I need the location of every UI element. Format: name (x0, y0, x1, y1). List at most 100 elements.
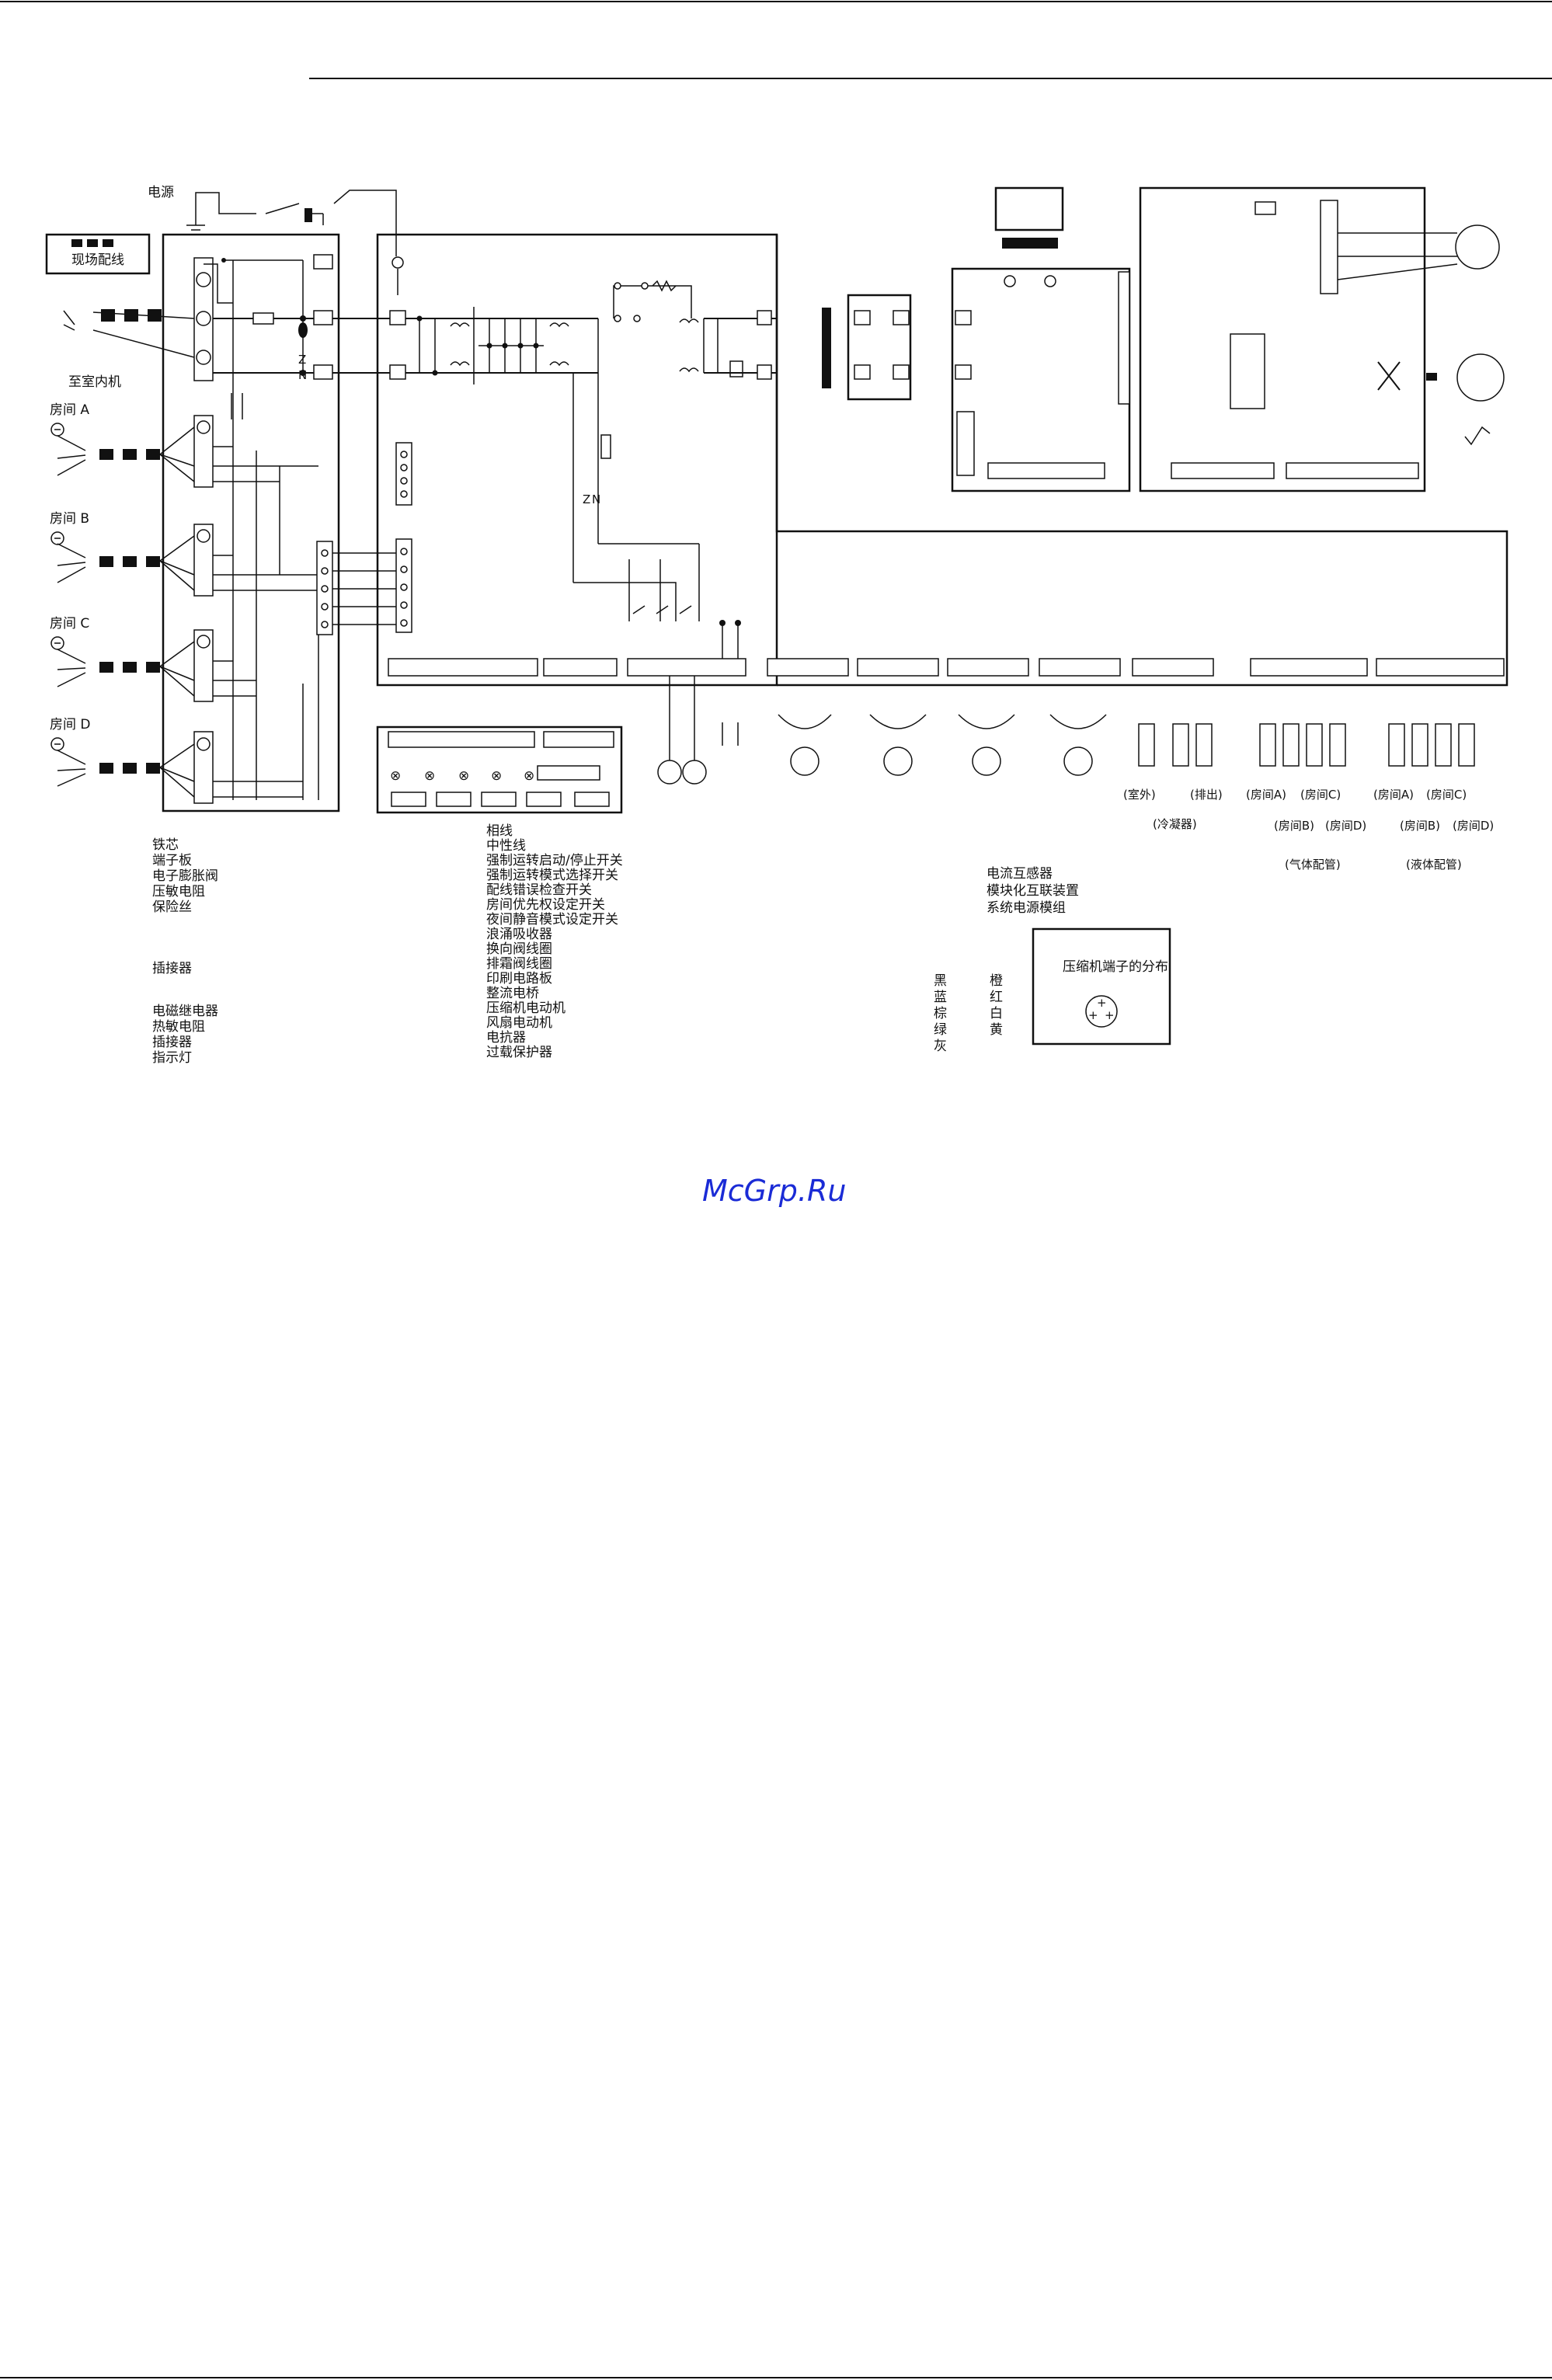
field-wiring-label: 现场配线 (71, 252, 124, 268)
svg-text:+: + (1097, 996, 1107, 1010)
switch-panel: ⊗ ⊗ ⊗ ⊗ ⊗ (376, 725, 623, 814)
gas-label-room-a: (房间A) (1246, 788, 1286, 802)
room-a-connection: 房间 A (50, 402, 280, 488)
legend-1-item-0: 铁芯 (152, 837, 179, 853)
room-b-connection: 房间 B (50, 511, 318, 597)
power-label: 电源 (148, 185, 174, 200)
legend-3-item-1: 模块化互联装置 (987, 883, 1079, 899)
room-d-connection: 房间 D (50, 717, 303, 804)
room-b-label: 房间 B (50, 511, 89, 527)
legend-2-item-12: 压缩机电动机 (486, 1000, 565, 1016)
rectifier-block (822, 294, 912, 401)
input-filter-section: Z N (298, 254, 333, 382)
legend-2-item-5: 房间优先权设定开关 (486, 897, 605, 913)
motor-driver-section (1139, 186, 1505, 492)
svg-text:⊗: ⊗ (524, 768, 534, 784)
noise-filter-section: Z N (339, 256, 777, 583)
gas-label-room-b: (房间B) (1274, 819, 1314, 833)
inverter-module (951, 186, 1131, 492)
legend-3-item-0: 电流互感器 (987, 866, 1053, 882)
svg-text:⊗: ⊗ (390, 768, 401, 784)
compressor-terminal-box: 压缩机端子的分布 + + + (1032, 927, 1171, 1046)
relay-section (573, 543, 741, 660)
control-pcb-box (775, 235, 1509, 687)
liquid-label-room-c: (房间C) (1426, 788, 1467, 802)
color-right-0: 橙 (990, 973, 1003, 989)
liquid-label-room-d: (房间D) (1453, 819, 1494, 833)
thermistors (1138, 723, 1475, 767)
color-right-1: 红 (990, 990, 1003, 1005)
legend-2-item-1: 中性线 (486, 838, 526, 854)
svg-text:N: N (592, 492, 600, 506)
wire-color-legend: 黑 蓝 棕 绿 灰 橙 红 白 黄 (934, 973, 1003, 1054)
legend-2-item-11: 整流电桥 (486, 986, 539, 1001)
gas-label-room-d: (房间D) (1325, 819, 1366, 833)
liquid-label-room-b: (房间B) (1400, 819, 1440, 833)
room-c-connection: 房间 C (50, 616, 256, 702)
legend-2-item-6: 夜间静音模式设定开关 (486, 912, 618, 927)
main-pcb-box (376, 233, 778, 687)
legend-column-1: 铁芯 端子板 电子膨胀阀 压敏电阻 保险丝 插接器 电磁继电器 热敏电阻 插接器… (152, 837, 218, 1066)
color-right-3: 黄 (990, 1022, 1003, 1038)
legend-2-item-8: 换向阀线圈 (486, 941, 552, 957)
legend-1-item-2: 电子膨胀阀 (152, 868, 218, 884)
watermark: McGrp.Ru (702, 1174, 846, 1208)
legend-2-item-3: 强制运转模式选择开关 (486, 868, 618, 883)
legend-1-item-11: 指示灯 (152, 1050, 192, 1066)
legend-2-item-10: 印刷电路板 (486, 971, 552, 986)
thermistor-labels: (室外) (排出) (冷凝器) (房间A) (房间C) (房间B) (房间D) … (1123, 788, 1494, 872)
legend-1-item-9: 热敏电阻 (152, 1019, 205, 1035)
legend-1-item-10: 插接器 (152, 1035, 192, 1050)
legend-column-2: 相线 中性线 强制运转启动/停止开关 强制运转模式选择开关 配线错误检查开关 房… (486, 823, 623, 1060)
coil-loads (657, 676, 739, 785)
legend-2-item-9: 排霜阀线圈 (486, 956, 552, 972)
legend-1-item-1: 端子板 (152, 853, 192, 868)
gas-label-room-c: (房间C) (1300, 788, 1341, 802)
thermistor-label-outdoor: (室外) (1123, 788, 1156, 802)
svg-text:Z: Z (298, 353, 306, 367)
compressor-motor-symbol (1456, 353, 1505, 402)
legend-2-item-7: 浪涌吸收器 (486, 927, 552, 942)
terminal-box-buses (231, 393, 396, 800)
svg-text:⊗: ⊗ (491, 768, 502, 784)
legend-1-item-8: 电磁继电器 (152, 1004, 218, 1019)
svg-text:+: + (1088, 1008, 1098, 1022)
legend-1-item-4: 保险丝 (152, 899, 192, 915)
room-c-label: 房间 C (50, 616, 89, 632)
legend-2-item-13: 风扇电动机 (486, 1015, 552, 1031)
compressor-box-title: 压缩机端子的分布 (1063, 959, 1168, 975)
legend-column-3: 电流互感器 模块化互联装置 系统电源模组 (987, 866, 1079, 916)
power-input-wiring (186, 190, 397, 256)
to-indoor-label: 至室内机 (68, 374, 121, 390)
room-a-label: 房间 A (50, 402, 89, 418)
pcb-connector-left (395, 442, 412, 633)
svg-text:N: N (298, 368, 307, 382)
legend-1-item-6: 插接器 (152, 961, 192, 976)
liquid-label-room-a: (房间A) (1373, 788, 1414, 802)
thermistor-label-discharge: (排出) (1190, 788, 1223, 802)
svg-text:Z: Z (583, 492, 590, 506)
field-wiring-legend: 现场配线 (45, 233, 151, 275)
legend-2-item-0: 相线 (486, 823, 513, 839)
main-pcb-connector-row (388, 658, 1505, 677)
legend-1-item-3: 压敏电阻 (152, 884, 205, 899)
svg-text:+: + (1105, 1008, 1115, 1022)
liquid-group-label: (液体配管) (1406, 858, 1462, 872)
color-right-2: 白 (990, 1006, 1003, 1021)
color-left-1: 蓝 (934, 990, 947, 1005)
gas-group-label: (气体配管) (1285, 858, 1341, 872)
thermistor-group-condenser: (冷凝器) (1153, 817, 1197, 831)
legend-2-item-14: 电抗器 (486, 1030, 526, 1046)
color-left-0: 黑 (934, 973, 947, 989)
svg-text:⊗: ⊗ (424, 768, 435, 784)
fan-motor-symbol (1455, 224, 1500, 270)
legend-2-item-4: 配线错误检查开关 (486, 882, 592, 898)
color-left-2: 棕 (934, 1006, 947, 1021)
color-left-3: 绿 (934, 1022, 947, 1038)
legend-3-item-2: 系统电源模组 (987, 900, 1066, 916)
color-left-4: 灰 (934, 1039, 947, 1054)
svg-text:⊗: ⊗ (458, 768, 469, 784)
fan-motors (778, 714, 1107, 776)
legend-2-item-2: 强制运转启动/停止开关 (486, 853, 623, 868)
